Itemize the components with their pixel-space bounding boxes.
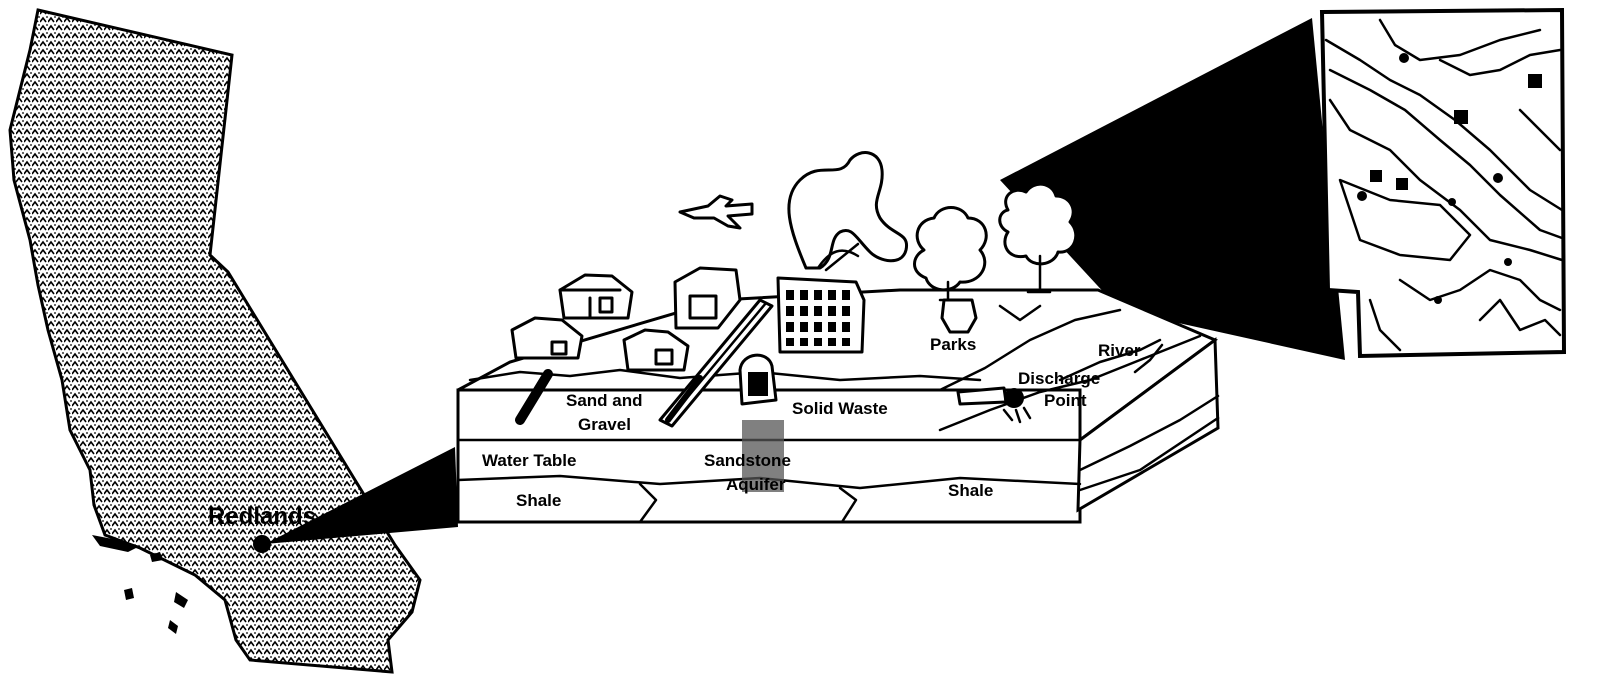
map-well-5 xyxy=(1434,296,1442,304)
island-5 xyxy=(168,620,178,634)
redlands-label: Redlands xyxy=(208,503,316,530)
map-site-2 xyxy=(1454,110,1468,124)
map-well-2 xyxy=(1493,173,1503,183)
parks-label: Parks xyxy=(930,335,976,354)
map-site-3 xyxy=(1370,170,1382,182)
water-table-label: Water Table xyxy=(482,451,576,470)
island-4 xyxy=(174,592,188,608)
california-map: Redlands xyxy=(10,10,420,672)
shale-label-left: Shale xyxy=(516,491,561,510)
sand-gravel-label-1: Sand and xyxy=(566,391,643,410)
map-well-1 xyxy=(1399,53,1409,63)
river-label: River xyxy=(1098,341,1141,360)
island-3 xyxy=(124,588,134,600)
airplane-icon xyxy=(680,196,752,228)
discharge-label-1: Discharge xyxy=(1018,369,1100,388)
california-outline xyxy=(10,10,420,672)
map-well-6 xyxy=(1504,258,1512,266)
sand-gravel-label-2: Gravel xyxy=(578,415,631,434)
map-well-3 xyxy=(1357,191,1367,201)
map-site-4 xyxy=(1396,178,1408,190)
redlands-marker xyxy=(253,535,271,553)
shale-label-right: Shale xyxy=(948,481,993,500)
sandstone-label-2: Aquifer xyxy=(726,475,786,494)
map-inset xyxy=(1322,10,1564,356)
sandstone-label-1: Sandstone xyxy=(704,451,791,470)
solid-waste-label: Solid Waste xyxy=(792,399,888,418)
map-site-1 xyxy=(1528,74,1542,88)
discharge-label-2: Point xyxy=(1044,391,1087,410)
map-well-4 xyxy=(1448,198,1456,206)
